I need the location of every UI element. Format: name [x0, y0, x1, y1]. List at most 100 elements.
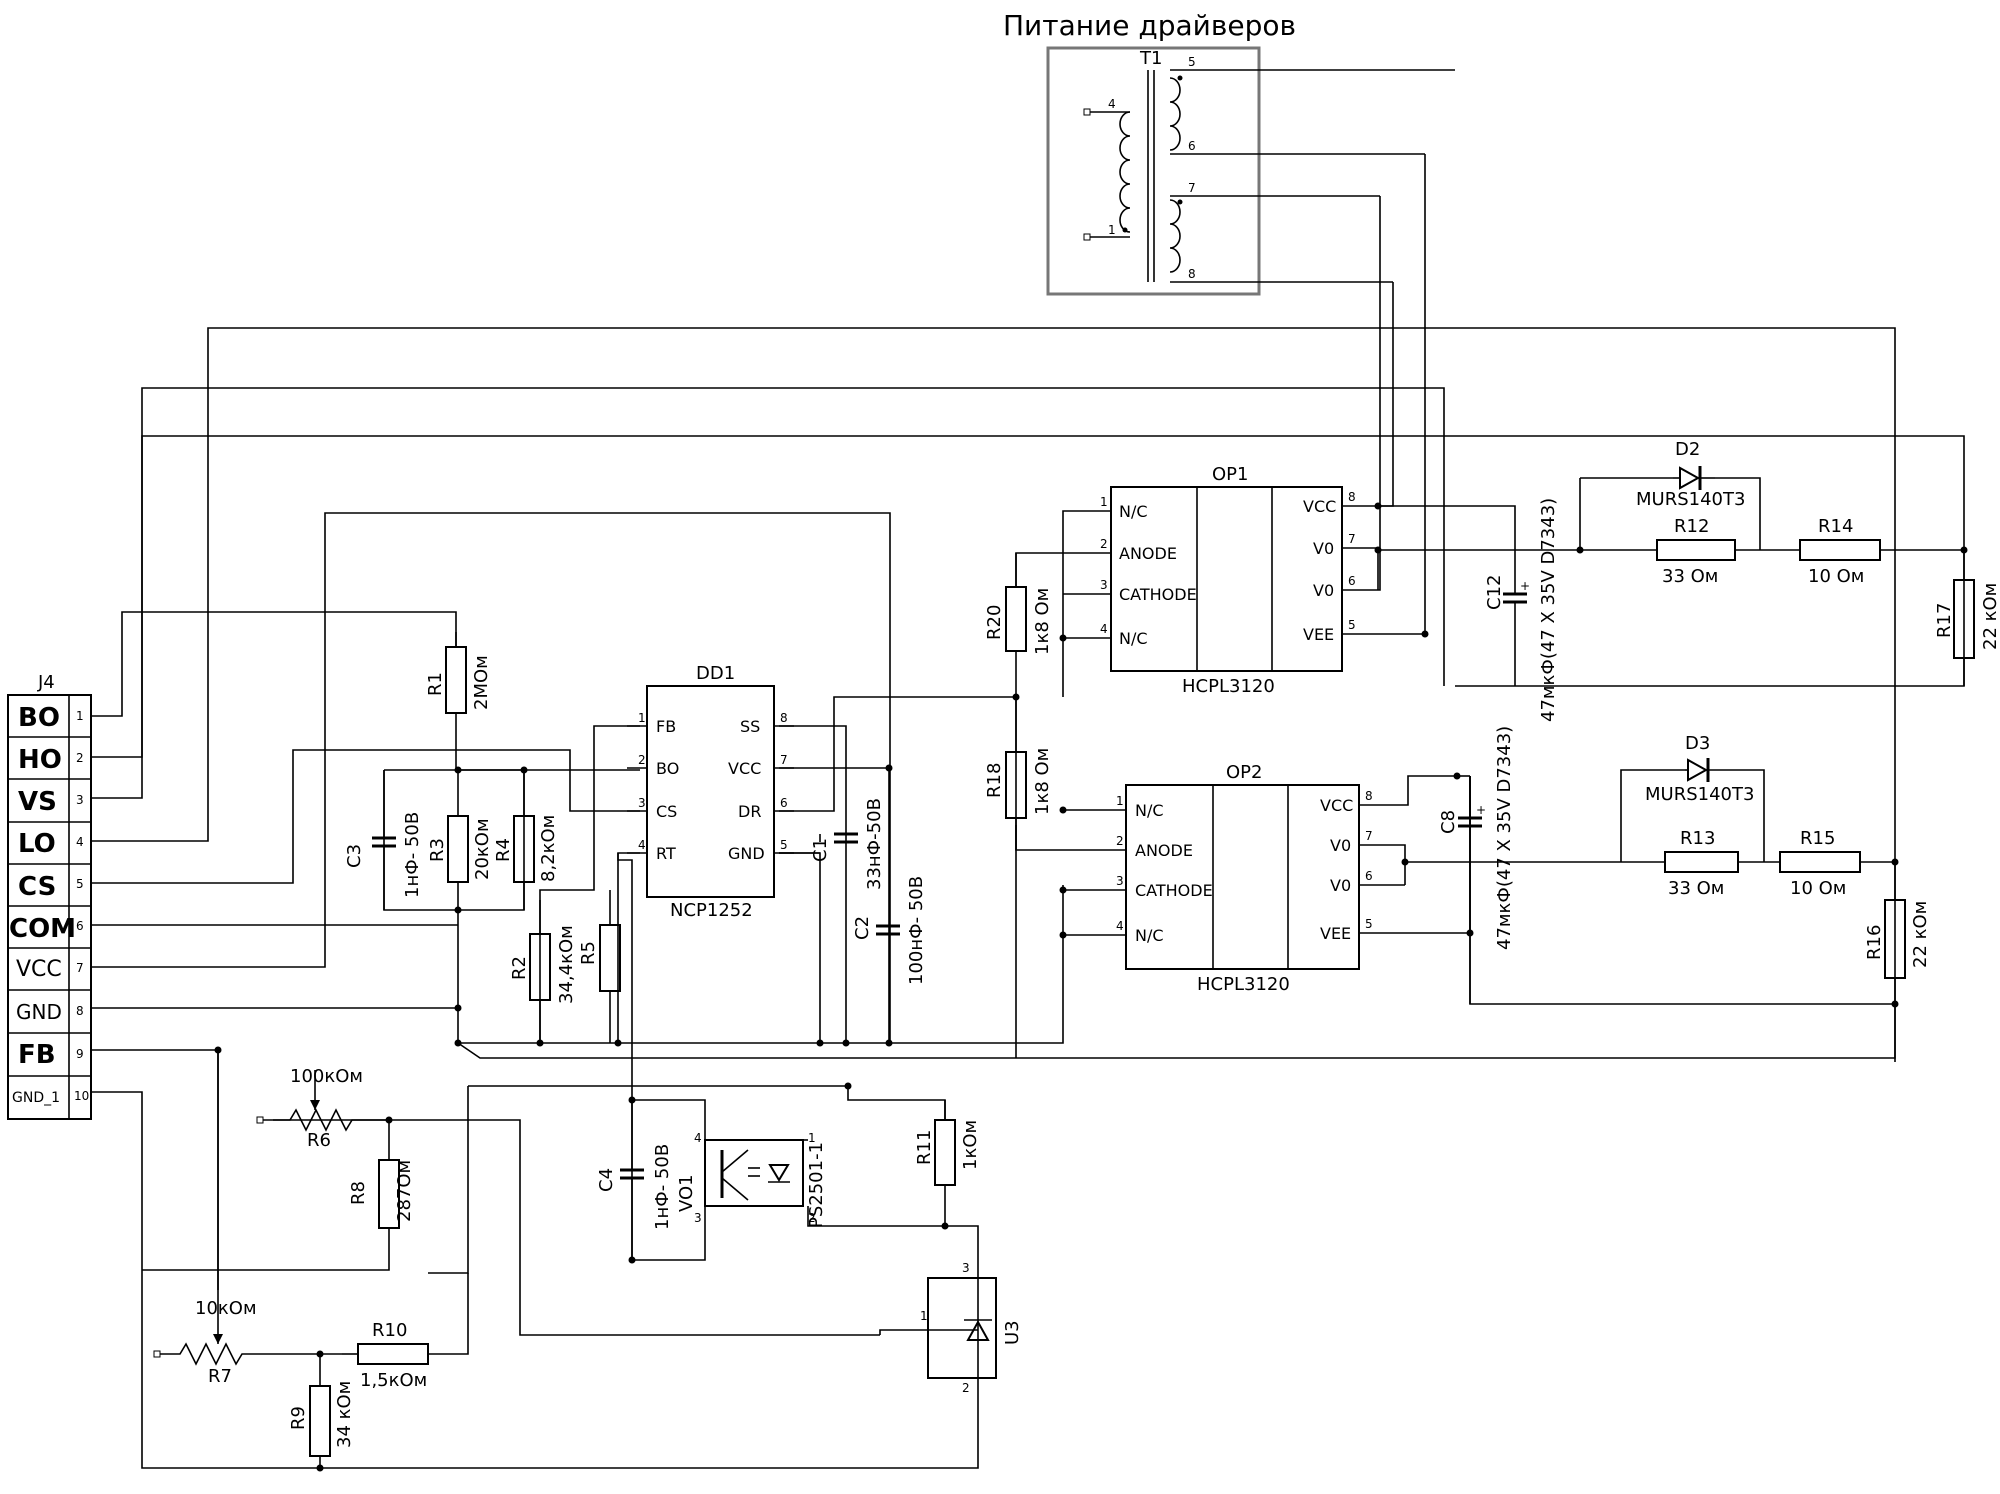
- regulator-u3: U3 1 2 3: [920, 1261, 1023, 1395]
- c3-ref: C3: [344, 844, 365, 868]
- r16-ref: R16: [1864, 925, 1885, 960]
- resistor-r18: R18 1к8 Ом: [984, 697, 1053, 850]
- schematic-title: Питание драйверов: [1003, 9, 1296, 42]
- connector-pin-7: 7: [76, 961, 84, 975]
- resistor-r15: R15 10 Ом: [1779, 828, 1861, 899]
- svg-text:+: +: [1520, 579, 1530, 593]
- dd1-pin-fb: FB: [656, 717, 676, 736]
- t1-pin-6: 6: [1188, 139, 1196, 153]
- u3-pin-3: 3: [962, 1261, 970, 1275]
- r15-ref: R15: [1800, 828, 1835, 849]
- connector-pin-8: 8: [76, 1004, 84, 1018]
- connector-label-lo: LO: [18, 829, 56, 859]
- op1-ref: OP1: [1212, 464, 1248, 485]
- dd1-pin-gnd: GND: [728, 844, 765, 863]
- u3-ref: U3: [1002, 1320, 1023, 1345]
- d2-ref: D2: [1675, 439, 1700, 460]
- resistor-r2: R2 34,4кОм: [509, 900, 577, 1043]
- connector-label-bo: BO: [18, 703, 60, 733]
- capacitor-c4: C4 1нФ- 50В: [596, 1100, 673, 1260]
- op1-pin-v0-7: V0: [1313, 539, 1334, 558]
- connector-j4: J4 BO HO VS LO CS COM VCC GND FB GND_1 1…: [7, 672, 92, 1120]
- c1-value: 33нФ-50В: [864, 798, 885, 890]
- r6-value: 100кОм: [290, 1066, 363, 1087]
- resistor-r1: R1 2МОм: [425, 632, 492, 770]
- vo1-pin-4: 4: [694, 1131, 702, 1145]
- capacitor-c1: C1 33нФ-50В: [810, 798, 885, 890]
- op2-pin-nc1: N/C: [1135, 801, 1164, 820]
- dd1-pinnum-2: 2: [638, 753, 646, 767]
- dd1-pinnum-4: 4: [638, 838, 646, 852]
- op2-pin-cathode: CATHODE: [1135, 881, 1213, 900]
- op1-pin-nc4: N/C: [1119, 629, 1148, 648]
- wires: [91, 154, 1965, 1469]
- r17-ref: R17: [1934, 603, 1955, 638]
- r4-value: 8,2кОм: [538, 815, 559, 882]
- d3-part: MURS140T3: [1645, 784, 1754, 805]
- r18-ref: R18: [984, 763, 1005, 798]
- dd1-part: NCP1252: [670, 900, 753, 921]
- connector-pin-4: 4: [76, 835, 84, 849]
- r5-ref: R5: [578, 941, 599, 965]
- dd1-pin-dr: DR: [738, 802, 761, 821]
- r18-value: 1к8 Ом: [1032, 748, 1053, 815]
- c3-value: 1нФ- 50В: [402, 812, 423, 898]
- dd1-ref: DD1: [696, 663, 735, 684]
- r16-value: 22 кОм: [1910, 901, 1931, 968]
- capacitor-c8: + C8 47мкФ(47 X 35V D7343): [1438, 726, 1515, 950]
- t1-pin-7: 7: [1188, 181, 1196, 195]
- op2-pin-v0-6: V0: [1330, 876, 1351, 895]
- r12-value: 33 Ом: [1662, 566, 1718, 587]
- r8-value: 287Ом: [394, 1160, 415, 1222]
- r13-value: 33 Ом: [1668, 878, 1724, 899]
- op1-pin-vcc: VCC: [1303, 497, 1336, 516]
- dd1-pinnum-1: 1: [638, 711, 646, 725]
- r1-value: 2МОм: [471, 655, 492, 710]
- resistor-r9: R9 34 кОм: [288, 1381, 355, 1457]
- resistor-r3: R3 20кОм: [427, 770, 493, 910]
- transformer-t1: T1 4 1 5 6 7 8: [1083, 48, 1455, 283]
- dd1-pinnum-5: 5: [780, 838, 788, 852]
- dd1-pinnum-3: 3: [638, 796, 646, 810]
- r13-ref: R13: [1680, 828, 1715, 849]
- ic-dd1: DD1 NCP1252 FB BO CS RT SS VCC DR GND 1 …: [627, 663, 794, 921]
- r15-value: 10 Ом: [1790, 878, 1846, 899]
- vo1-pin-3: 3: [694, 1211, 702, 1225]
- connector-pin-10: 10: [74, 1089, 89, 1103]
- capacitor-c12: + C12 47мкФ(47 X 35V D7343): [1484, 498, 1559, 722]
- r1-ref: R1: [425, 672, 446, 696]
- op2-pinnum-6: 6: [1365, 869, 1373, 883]
- op1-pinnum-2: 2: [1100, 537, 1108, 551]
- resistor-r14: R14 10 Ом: [1799, 516, 1881, 587]
- op1-pinnum-3: 3: [1100, 578, 1108, 592]
- op1-pin-anode: ANODE: [1119, 544, 1177, 563]
- r7-ref: R7: [208, 1366, 232, 1387]
- r9-value: 34 кОм: [334, 1381, 355, 1448]
- dd1-pin-vcc: VCC: [728, 759, 761, 778]
- resistor-r12: R12 33 Ом: [1656, 516, 1736, 587]
- c4-ref: C4: [596, 1168, 617, 1192]
- r14-value: 10 Ом: [1808, 566, 1864, 587]
- op1-pinnum-5: 5: [1348, 618, 1356, 632]
- resistor-r5: R5: [578, 890, 621, 1043]
- r11-ref: R11: [914, 1130, 935, 1165]
- r8-ref: R8: [348, 1181, 369, 1205]
- t1-pin-5: 5: [1188, 55, 1196, 69]
- op1-part: HCPL3120: [1182, 676, 1275, 697]
- connector-rows: [8, 736, 91, 1077]
- diode-d3: D3 MURS140T3: [1645, 733, 1754, 805]
- r17-value: 22 кОм: [1980, 583, 2000, 650]
- vo1-part: PS2501-1: [806, 1142, 827, 1228]
- connector-label-ho: HO: [18, 745, 62, 775]
- dd1-pinnum-6: 6: [780, 796, 788, 810]
- svg-text:+: +: [1476, 803, 1486, 817]
- connector-label-gnd: GND: [16, 1000, 62, 1024]
- op2-part: HCPL3120: [1197, 974, 1290, 995]
- connector-pin-6: 6: [76, 919, 84, 933]
- t1-pin-8: 8: [1188, 267, 1196, 281]
- op1-pin-cathode: CATHODE: [1119, 585, 1197, 604]
- connector-pin-2: 2: [76, 751, 84, 765]
- op2-pin-vee: VEE: [1320, 924, 1351, 943]
- resistor-r13: R13 33 Ом: [1664, 828, 1739, 899]
- ic-op2: OP2 HCPL3120 N/C ANODE CATHODE N/C VCC V…: [1116, 762, 1373, 995]
